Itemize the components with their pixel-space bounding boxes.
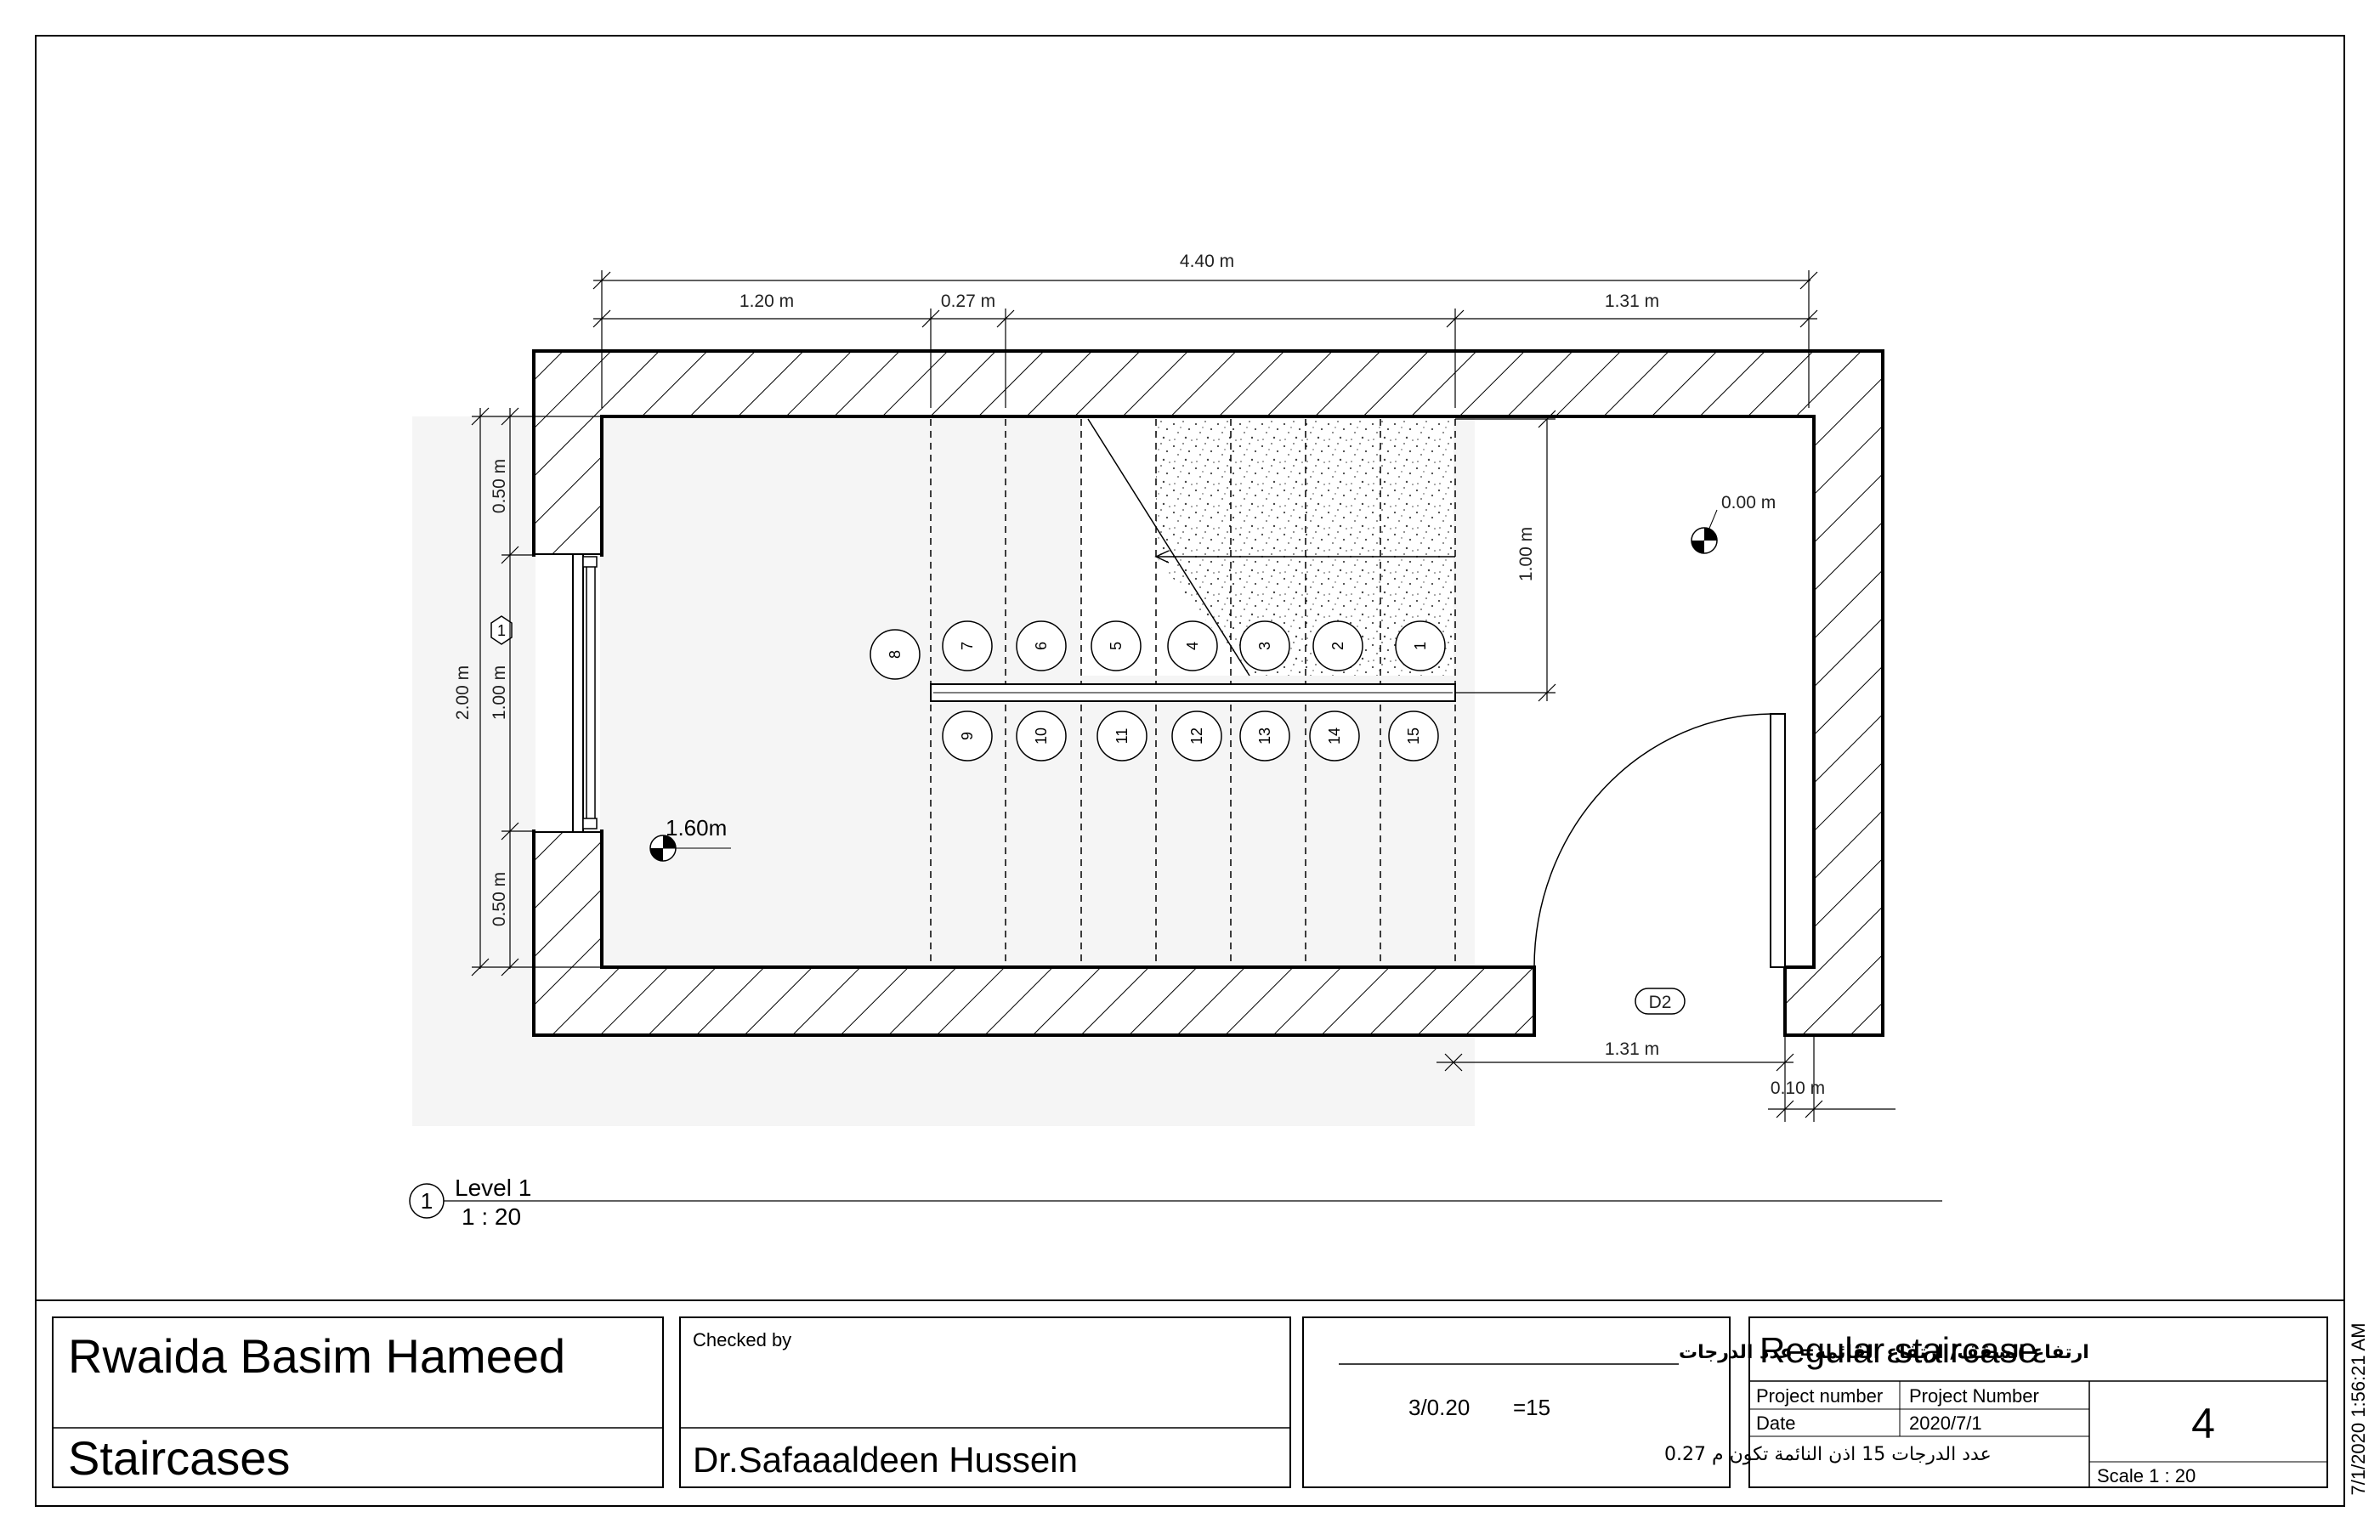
svg-text:1.20 m: 1.20 m	[740, 292, 794, 311]
step-marker: 4	[1167, 620, 1218, 671]
svg-text:2.00 m: 2.00 m	[453, 665, 473, 720]
timestamp: 7/1/2020 1:56:21 AM	[2348, 1322, 2369, 1495]
svg-text:Project number: Project number	[1756, 1385, 1883, 1407]
svg-text:15: 15	[1405, 728, 1422, 745]
svg-text:1: 1	[1412, 642, 1429, 650]
step-marker: 14	[1309, 711, 1360, 762]
window	[536, 555, 600, 831]
svg-text:1.31 m: 1.31 m	[1605, 292, 1659, 311]
sheet-border	[35, 35, 2345, 1507]
sheet-box: Regular staircase Project number Project…	[1748, 1316, 2328, 1488]
svg-text:=15: =15	[1513, 1395, 1550, 1420]
view-title: 1 Level 1 1 : 20	[409, 1175, 1942, 1230]
level-marker-start: 0.00 m	[1691, 493, 1776, 554]
svg-text:1: 1	[421, 1188, 433, 1214]
svg-text:14: 14	[1326, 728, 1343, 745]
checked-box: Checked by Dr.Safaaaldeen Hussein	[679, 1316, 1291, 1488]
view-name: Level 1	[455, 1175, 531, 1201]
upper-step-markers: 1 2 3 4 5 6 7 8	[870, 620, 1446, 680]
svg-text:12: 12	[1188, 728, 1205, 745]
step-marker: 1	[1395, 620, 1446, 671]
svg-text:5: 5	[1108, 642, 1125, 650]
svg-text:1.00 m: 1.00 m	[1516, 527, 1536, 581]
step-marker: 10	[1016, 711, 1067, 762]
calculation-box: ارتفاع السقف/ ارتفاع القائمة= عدد الدرجا…	[1302, 1316, 2089, 1488]
svg-text:4: 4	[1184, 642, 1201, 650]
step-marker: 8	[870, 629, 921, 680]
checker-name: Dr.Safaaaldeen Hussein	[693, 1440, 1078, 1480]
step-marker: 11	[1096, 711, 1148, 762]
step-marker: 5	[1091, 620, 1142, 671]
svg-text:Checked by: Checked by	[693, 1329, 791, 1350]
svg-text:Scale 1 : 20: Scale 1 : 20	[2097, 1465, 2196, 1486]
sheet-name: Regular staircase	[1760, 1330, 2037, 1370]
level-marker-landing: 1.60m	[649, 815, 731, 862]
step-marker: 13	[1239, 711, 1290, 762]
svg-text:3: 3	[1256, 642, 1273, 650]
svg-text:0.10 m: 0.10 m	[1771, 1079, 1825, 1098]
dimension-labels: 4.40 m 1.20 m 0.27 m 1.31 m 0.50 m 1.00 …	[453, 252, 1825, 1098]
step-marker: 2	[1312, 620, 1363, 671]
svg-text:3/0.20: 3/0.20	[1408, 1395, 1470, 1420]
svg-text:1.60m: 1.60m	[666, 815, 727, 841]
svg-text:1.31 m: 1.31 m	[1605, 1039, 1659, 1059]
step-marker: 6	[1016, 620, 1067, 671]
svg-text:9: 9	[959, 732, 976, 740]
window-tag: 1	[490, 615, 513, 645]
author-box: Rwaida Basim Hameed Staircases	[52, 1316, 664, 1488]
floor-plan: D2 1 2 3 4 5 6 7 8 9 10 11 12 13 14 15 1	[490, 349, 1884, 1037]
svg-text:0.50 m: 0.50 m	[490, 872, 509, 926]
lower-step-markers: 9 10 11 12 13 14 15	[942, 711, 1439, 762]
conclusion-text: عدد الدرجات 15 اذن النائمة تكون م 0.27	[1664, 1444, 1992, 1465]
svg-text:Date: Date	[1756, 1413, 1795, 1434]
svg-text:8: 8	[887, 650, 904, 659]
svg-text:Project Number: Project Number	[1909, 1385, 2039, 1407]
door-tag: D2	[1649, 993, 1672, 1012]
author-name: Rwaida Basim Hameed	[68, 1329, 565, 1383]
subject: Staircases	[68, 1431, 290, 1485]
svg-text:7: 7	[959, 642, 976, 650]
sheet-number: 4	[2191, 1400, 2215, 1447]
step-marker: 12	[1171, 711, 1222, 762]
formula-text: ارتفاع السقف/ ارتفاع القائمة= عدد الدرجا…	[1679, 1342, 2089, 1363]
step-marker: 15	[1388, 711, 1439, 762]
svg-text:6: 6	[1033, 642, 1050, 650]
svg-text:11: 11	[1114, 728, 1130, 745]
svg-text:2: 2	[1329, 642, 1346, 650]
step-marker: 3	[1239, 620, 1290, 671]
svg-text:0.27 m: 0.27 m	[941, 292, 995, 311]
svg-text:0.00 m: 0.00 m	[1721, 493, 1776, 512]
svg-text:1: 1	[497, 622, 506, 639]
svg-text:10: 10	[1033, 728, 1050, 745]
step-marker: 9	[942, 711, 993, 762]
stair-cut-mask	[1081, 419, 1250, 676]
dimension-lines	[471, 270, 1896, 1122]
step-marker: 7	[942, 620, 993, 671]
svg-text:4.40 m: 4.40 m	[1180, 252, 1234, 271]
svg-text:1.00 m: 1.00 m	[490, 665, 509, 720]
door: D2	[1533, 713, 1786, 1015]
svg-text:2020/7/1: 2020/7/1	[1909, 1413, 1982, 1434]
svg-text:0.50 m: 0.50 m	[490, 459, 509, 513]
view-scale: 1 : 20	[462, 1203, 521, 1230]
direction-arrow-icon	[1154, 550, 1170, 563]
svg-text:13: 13	[1256, 728, 1273, 745]
stair-treads	[930, 419, 1456, 965]
